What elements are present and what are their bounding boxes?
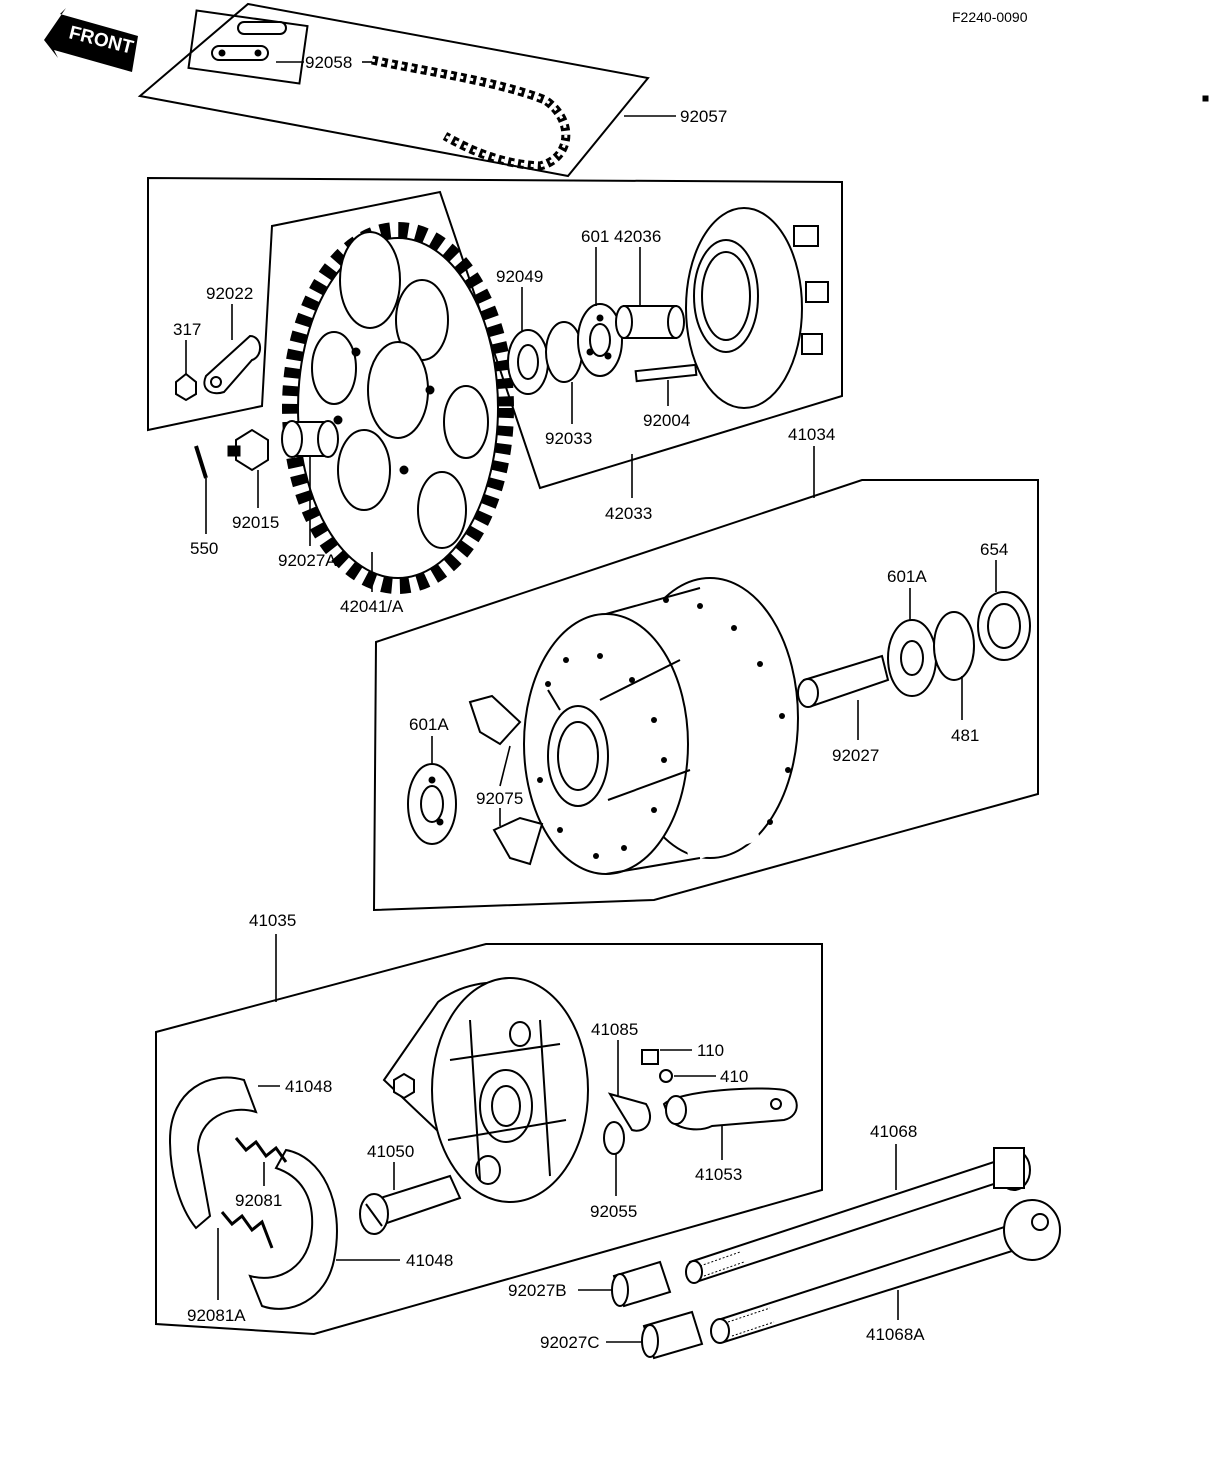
label-410: 410 bbox=[720, 1067, 748, 1086]
label-92058: 92058 bbox=[305, 53, 352, 72]
bearing-601-icon bbox=[577, 303, 623, 377]
brake-panel-icon bbox=[382, 977, 589, 1203]
label-41068: 41068 bbox=[870, 1122, 917, 1141]
nut-317-icon bbox=[175, 372, 197, 402]
front-arrow-icon: FRONT bbox=[44, 8, 138, 72]
label-92027B: 92027B bbox=[508, 1281, 567, 1300]
label-550: 550 bbox=[190, 539, 218, 558]
label-92055: 92055 bbox=[590, 1202, 637, 1221]
hub-outline bbox=[372, 479, 1039, 912]
label-110: 110 bbox=[697, 1041, 724, 1060]
label-42033: 42033 bbox=[605, 504, 652, 523]
axle-41068-icon bbox=[685, 1147, 1031, 1284]
camshaft-41050-icon bbox=[359, 1174, 462, 1235]
label-41035: 41035 bbox=[249, 911, 296, 930]
bolt-110-icon bbox=[641, 1049, 659, 1065]
label-92004: 92004 bbox=[643, 411, 690, 430]
label-92027C: 92027C bbox=[540, 1333, 600, 1352]
chain-icon bbox=[371, 55, 571, 171]
label-601: 601 bbox=[581, 227, 609, 246]
chain-outline bbox=[137, 2, 650, 178]
label-41068A: 41068A bbox=[866, 1325, 925, 1344]
master-link-icon bbox=[211, 21, 287, 61]
axle-group: 41068 92027B 92027C 41068A bbox=[508, 1122, 1061, 1360]
rear-hub-icon bbox=[523, 577, 799, 875]
axle-41068A-icon bbox=[710, 1199, 1061, 1344]
bearing-601A-right-icon bbox=[887, 619, 937, 697]
label-41085: 41085 bbox=[591, 1020, 638, 1039]
label-92033: 92033 bbox=[545, 429, 592, 448]
margin-mark bbox=[1202, 95, 1209, 102]
brake-shoe-top-icon bbox=[168, 1076, 258, 1230]
label-41048-top: 41048 bbox=[285, 1077, 332, 1096]
label-92022: 92022 bbox=[206, 284, 253, 303]
coupling-outline bbox=[147, 176, 843, 490]
label-42041A: 42041/A bbox=[340, 597, 404, 616]
label-92057: 92057 bbox=[680, 107, 727, 126]
label-41034: 41034 bbox=[788, 425, 835, 444]
label-601A-left: 601A bbox=[409, 715, 449, 734]
rear-sprocket-icon bbox=[282, 222, 514, 594]
wear-indicator-icon bbox=[607, 1092, 651, 1132]
label-92015: 92015 bbox=[232, 513, 279, 532]
coupling-hub-icon bbox=[685, 207, 829, 409]
label-42036: 42036 bbox=[614, 227, 661, 246]
bearing-601A-left-icon bbox=[407, 763, 457, 845]
label-92081A: 92081A bbox=[187, 1306, 246, 1325]
spacer-92027-icon bbox=[797, 654, 890, 708]
label-654: 654 bbox=[980, 540, 1008, 559]
rear-hub-group: 41034 bbox=[372, 425, 1039, 912]
washer-410-icon bbox=[659, 1069, 673, 1083]
label-92081: 92081 bbox=[235, 1191, 282, 1210]
cotter-pin-icon bbox=[194, 445, 208, 479]
drive-chain-group: 92058 92057 bbox=[137, 2, 727, 178]
collar-42036-icon bbox=[615, 305, 685, 339]
sprocket-coupling-group: 92022 317 92049 601 42036 92033 92004 42… bbox=[147, 176, 843, 616]
label-92027: 92027 bbox=[832, 746, 879, 765]
label-317: 317 bbox=[173, 320, 201, 339]
label-92075: 92075 bbox=[476, 789, 523, 808]
figure-id: F2240-0090 bbox=[952, 9, 1028, 25]
label-41048-bottom: 41048 bbox=[406, 1251, 453, 1270]
brake-outline bbox=[155, 943, 823, 1336]
label-41050: 41050 bbox=[367, 1142, 414, 1161]
circlip-92033-icon bbox=[545, 321, 583, 383]
damper-rubber-icon bbox=[468, 694, 544, 866]
washer-92055-icon bbox=[603, 1121, 625, 1155]
circlip-481-icon bbox=[933, 611, 975, 681]
master-link-box bbox=[187, 9, 309, 85]
spring-92081A-icon bbox=[220, 1211, 274, 1249]
spring-92081-icon bbox=[234, 1137, 288, 1163]
label-41053: 41053 bbox=[695, 1165, 742, 1184]
stud-92004-icon bbox=[634, 363, 698, 383]
castle-nut-icon bbox=[227, 428, 269, 472]
lock-plate-icon bbox=[203, 334, 261, 395]
label-92027A: 92027A bbox=[278, 551, 337, 570]
collar-92027A-icon bbox=[281, 420, 339, 458]
brake-panel-group: 41035 bbox=[155, 911, 823, 1336]
label-92049: 92049 bbox=[496, 267, 543, 286]
collar-92027B-icon bbox=[611, 1260, 672, 1308]
label-601A-right: 601A bbox=[887, 567, 927, 586]
label-481: 481 bbox=[951, 726, 979, 745]
brake-shoe-bottom-icon bbox=[248, 1148, 338, 1310]
collar-92027C-icon bbox=[641, 1310, 704, 1360]
cam-lever-icon bbox=[662, 1087, 798, 1131]
